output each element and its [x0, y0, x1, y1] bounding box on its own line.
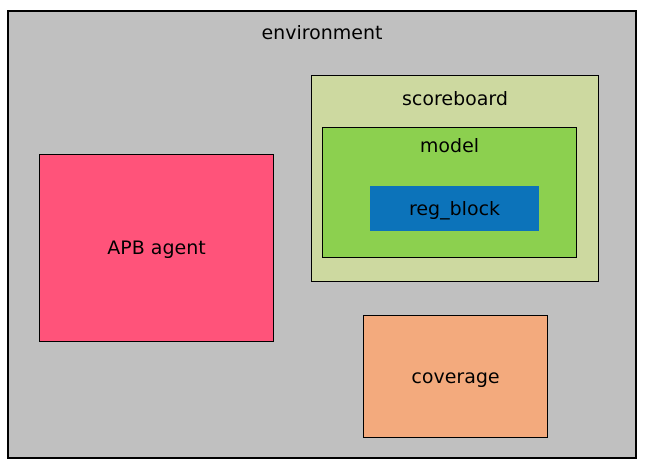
model-box: model reg_block — [322, 127, 577, 258]
apb-agent-label: APB agent — [107, 237, 206, 259]
scoreboard-label: scoreboard — [402, 88, 508, 110]
coverage-label: coverage — [411, 365, 500, 388]
environment-box: environment APB agent scoreboard model r… — [7, 10, 637, 459]
coverage-box: coverage — [363, 315, 548, 438]
reg-block-label: reg_block — [408, 197, 501, 220]
reg-block-box: reg_block — [370, 186, 539, 231]
environment-label: environment — [261, 22, 383, 44]
scoreboard-box: scoreboard model reg_block — [311, 75, 599, 282]
model-label: model — [419, 135, 480, 157]
apb-agent-box: APB agent — [39, 154, 274, 342]
